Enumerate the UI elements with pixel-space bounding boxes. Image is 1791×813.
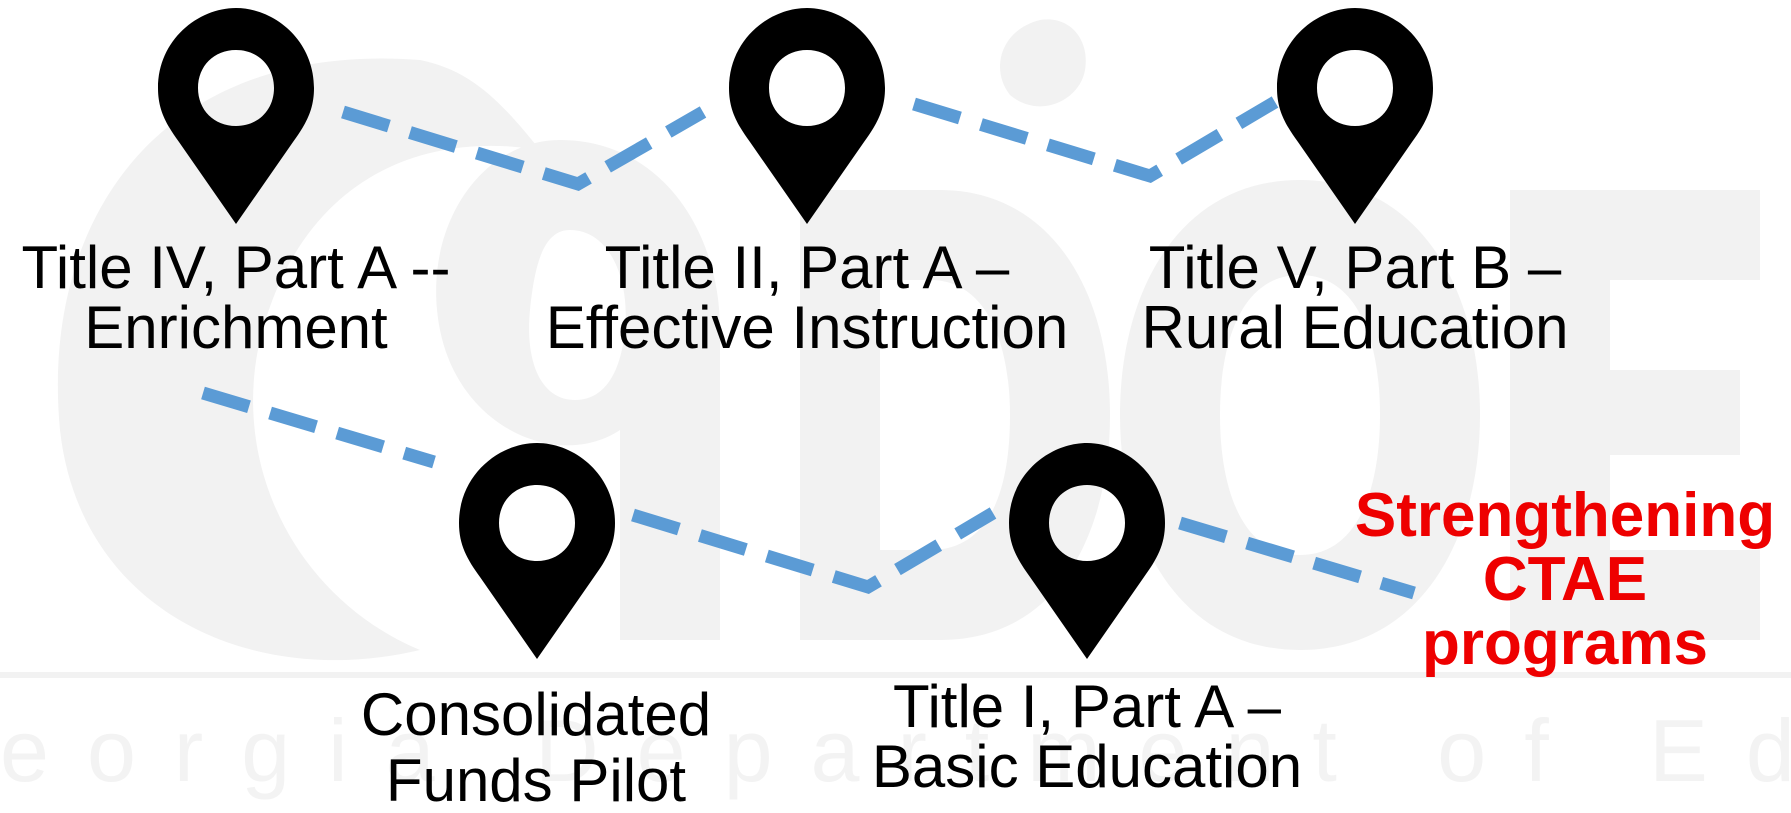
- map-pin-icon: [156, 6, 316, 226]
- stop-label-line: Enrichment: [84, 294, 388, 361]
- stop-label-consolidated: Consolidated Funds Pilot: [361, 682, 711, 813]
- map-pin-icon: [1007, 441, 1167, 661]
- route-segment-5: [1178, 516, 1416, 600]
- route-segment-1: [341, 105, 707, 192]
- route-segment-3: [201, 386, 436, 469]
- stop-label-line: Funds Pilot: [385, 747, 687, 813]
- map-pin-icon: [457, 441, 617, 661]
- stop-label-line: Rural Education: [1141, 294, 1569, 361]
- stop-label-line: Title IV, Part A --: [21, 234, 451, 301]
- goal-label: Strengthening CTAE programs: [1355, 484, 1775, 676]
- route-segment-2: [912, 96, 1279, 184]
- stop-label-line: Effective Instruction: [545, 294, 1069, 361]
- stop-label-title-v: Title V, Part B – Rural Education: [1142, 238, 1569, 358]
- stop-label-line: Title I, Part A –: [893, 673, 1281, 740]
- map-pin-icon: [1275, 6, 1435, 226]
- goal-label-line: programs: [1422, 609, 1708, 678]
- stop-label-line: Title II, Part A –: [604, 234, 1010, 301]
- stop-label-line: Consolidated: [360, 681, 712, 748]
- stop-label-title-i: Title I, Part A – Basic Education: [872, 677, 1302, 797]
- stop-label-line: Title V, Part B –: [1148, 234, 1562, 301]
- watermark-tagline: eorgia Department of Education: [0, 701, 1791, 800]
- goal-label-line: Strengthening: [1354, 481, 1776, 550]
- stop-label-title-ii: Title II, Part A – Effective Instruction: [546, 238, 1068, 358]
- map-pin-icon: [727, 6, 887, 226]
- goal-label-line: CTAE: [1482, 545, 1648, 614]
- stop-label-line: Basic Education: [871, 733, 1303, 800]
- stop-label-title-iv: Title IV, Part A -- Enrichment: [21, 238, 450, 358]
- route-segment-4: [631, 507, 997, 595]
